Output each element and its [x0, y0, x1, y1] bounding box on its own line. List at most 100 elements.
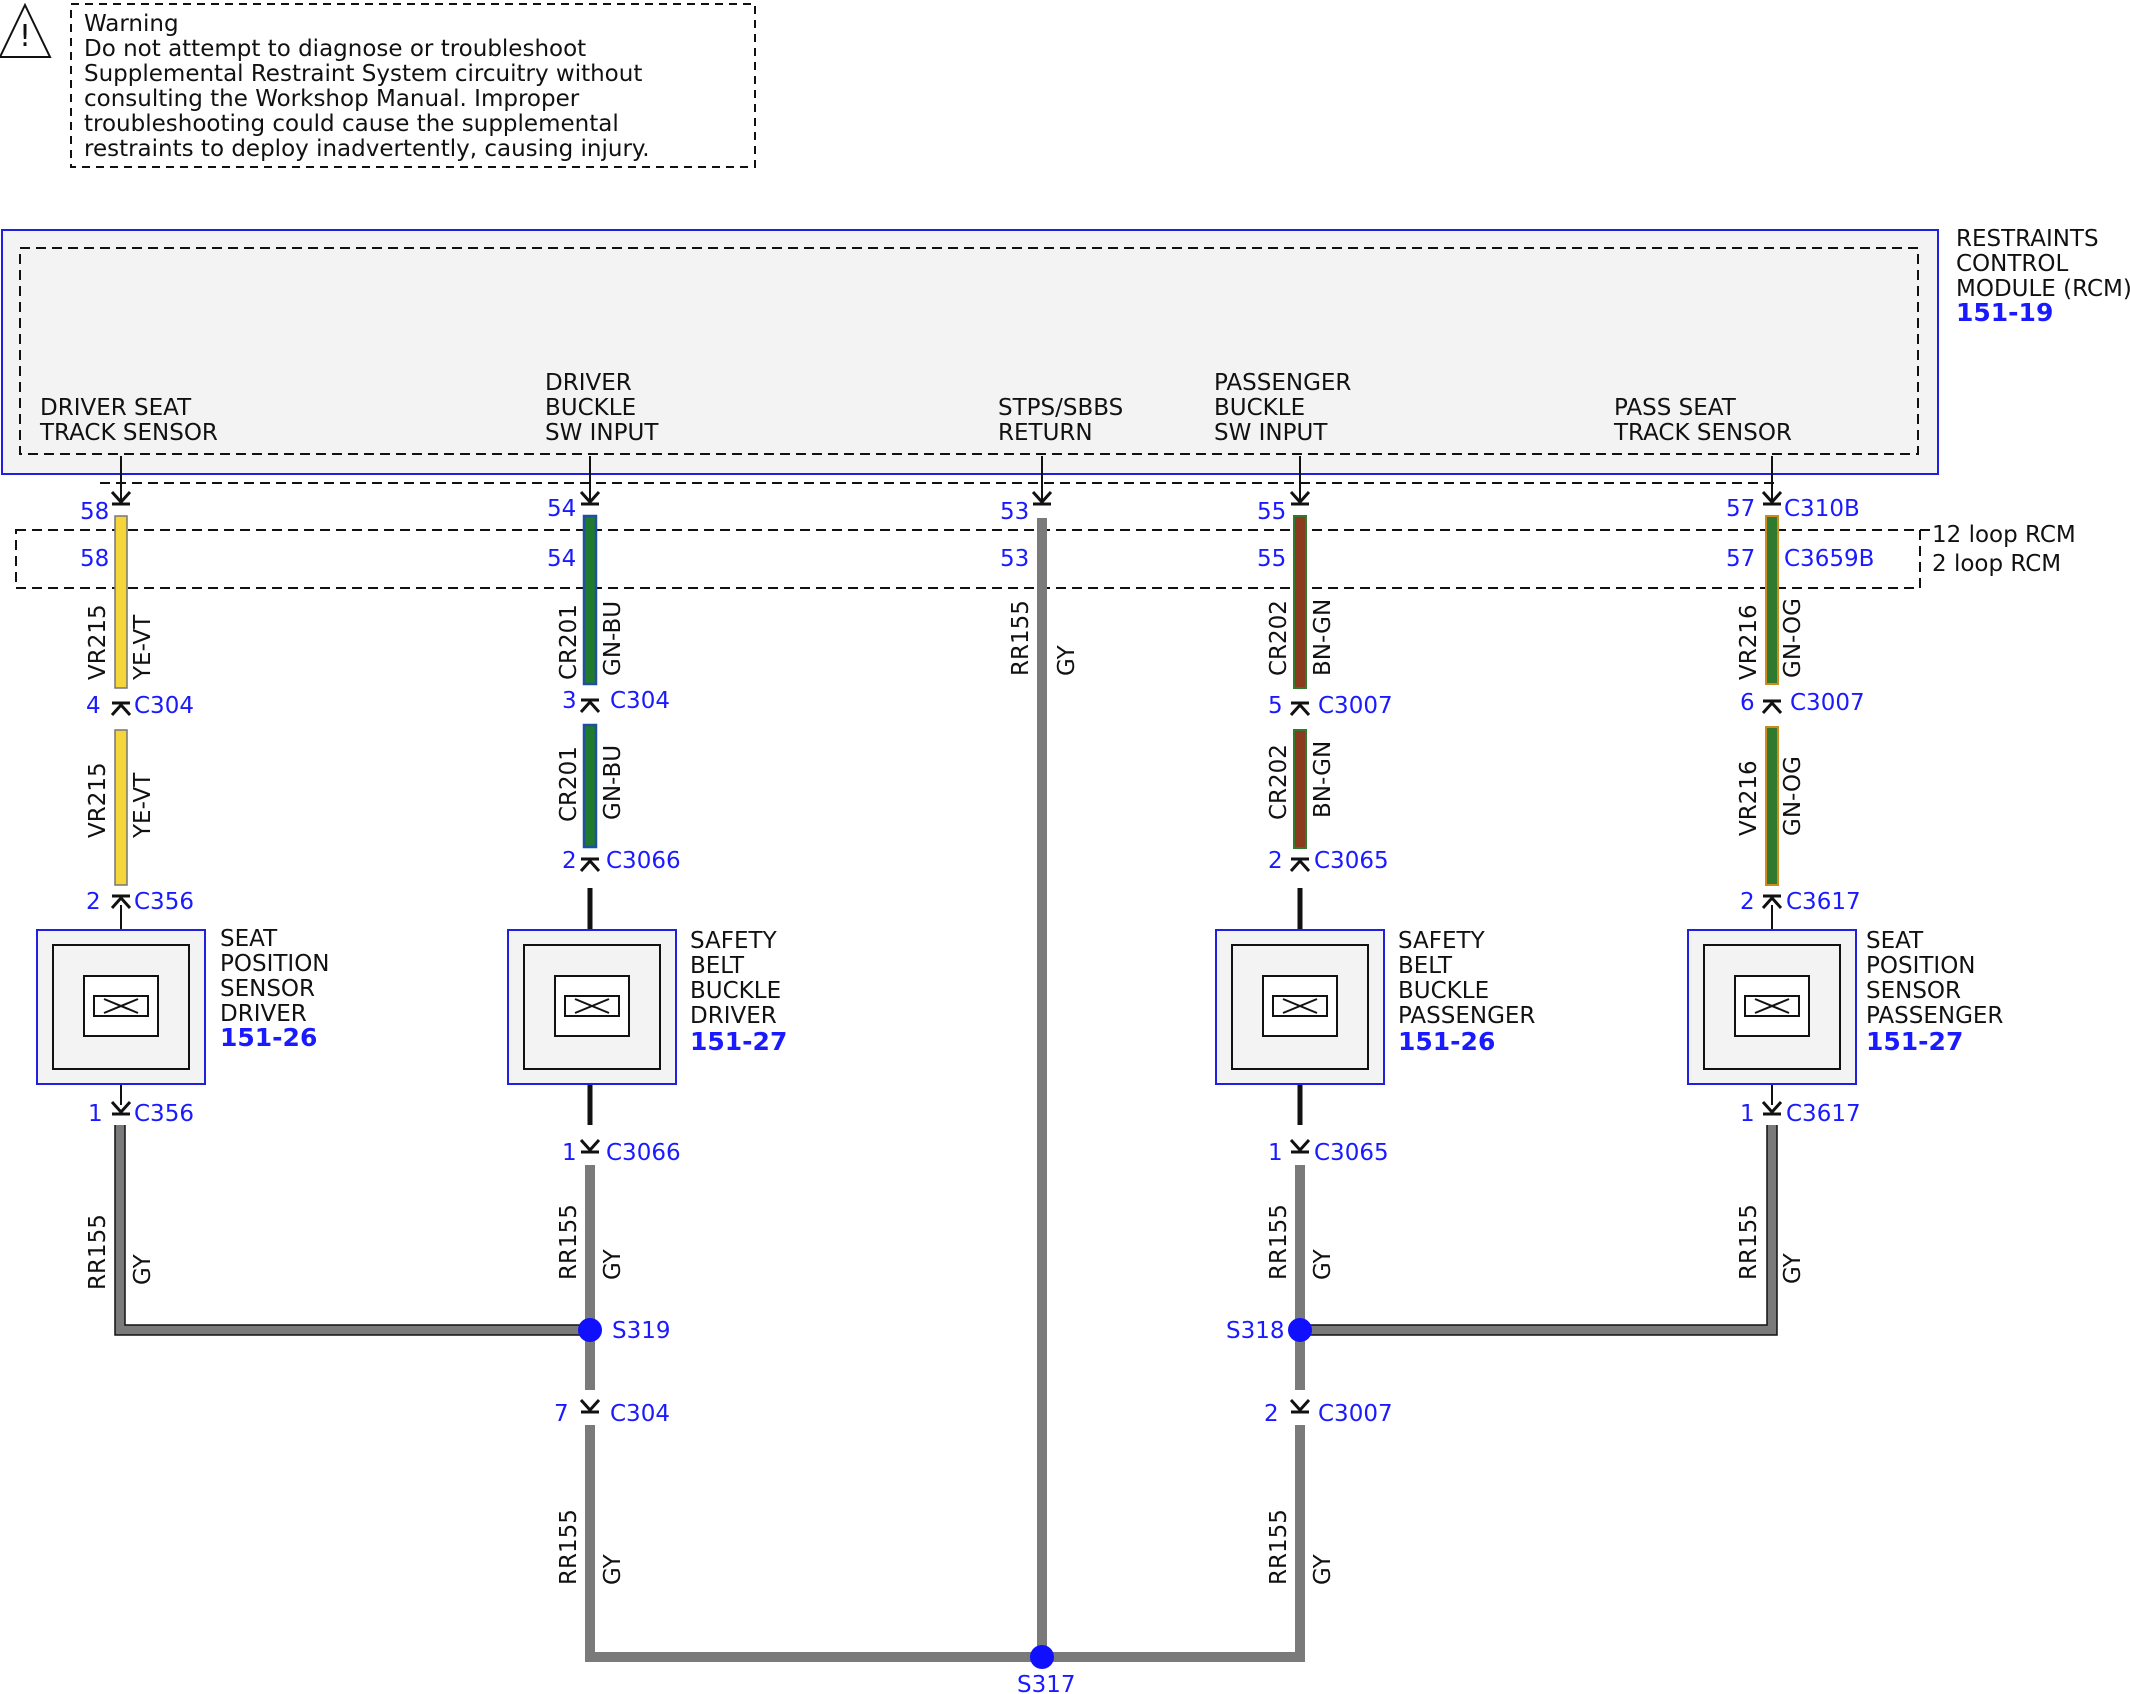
- wl-cr201-b: CR201: [556, 746, 582, 822]
- func-pass-seat-1: PASS SEAT: [1614, 395, 1737, 421]
- conn-inline-driver-seat: C304: [134, 693, 194, 719]
- wl-lower-left: RR155: [556, 1509, 582, 1585]
- wire-rr155-lower-right: [1042, 1425, 1305, 1662]
- conn-inline-pass-seat: C3007: [1790, 690, 1865, 716]
- wl-lower-right: RR155: [1266, 1509, 1292, 1585]
- warning-line-4: troubleshooting could cause the suppleme…: [84, 111, 619, 137]
- wire-labels: VR215 YE-VT VR215 YE-VT CR201 GN-BU CR20…: [85, 598, 1806, 1585]
- splice-s318: [1288, 1318, 1312, 1342]
- wl-rr155-main: RR155: [1008, 600, 1034, 676]
- pin-comp-in-driver-seat: 2: [86, 889, 101, 915]
- wire-cr202: [1293, 515, 1307, 1125]
- wl-ret-driver-seat: RR155: [85, 1214, 111, 1290]
- wl-ret-gy-driver-buckle: GY: [600, 1248, 626, 1280]
- component-buckle-driver: SAFETY BELT BUCKLE DRIVER 151-27: [507, 928, 787, 1085]
- func-driver-seat-1: DRIVER SEAT: [40, 395, 192, 421]
- wl-yevt-b: YE-VT: [130, 772, 156, 839]
- warning-title: Warning: [84, 11, 179, 37]
- comp-driver-buckle-ref: 151-27: [690, 1027, 787, 1056]
- pin-53-a: 53: [1000, 499, 1029, 525]
- wl-bngn-b: BN-GN: [1310, 741, 1336, 818]
- comp-pass-buckle-line-2: BELT: [1398, 953, 1453, 979]
- func-stps-2: RETURN: [998, 420, 1093, 446]
- comp-pass-buckle-ref: 151-26: [1398, 1027, 1495, 1056]
- wl-vr216-a: VR216: [1736, 604, 1762, 680]
- conn-ret-driver-buckle: C3066: [606, 1140, 681, 1166]
- pin-lower-right: 2: [1264, 1401, 1279, 1427]
- func-pass-seat-2: TRACK SENSOR: [1613, 420, 1792, 446]
- comp-driver-seat-ref: 151-26: [220, 1023, 317, 1052]
- switch-element-icon: [564, 995, 620, 1017]
- component-seat-sensor-passenger: SEAT POSITION SENSOR PASSENGER 151-27: [1687, 928, 2003, 1085]
- splice-s318-label: S318: [1226, 1318, 1285, 1344]
- rcm-name-line-3: MODULE (RCM): [1956, 276, 2130, 302]
- pin-comp-in-pass-buckle: 2: [1268, 848, 1283, 874]
- func-pass-buckle-2: BUCKLE: [1214, 395, 1305, 421]
- comp-driver-seat-line-1: SEAT: [220, 926, 278, 952]
- wl-gy-main: GY: [1054, 644, 1080, 676]
- rcm-module-frame: [1, 229, 1939, 475]
- conn-inline-driver-buckle: C304: [610, 688, 670, 714]
- func-driver-seat-2: TRACK SENSOR: [39, 420, 218, 446]
- conn-c3659b: C3659B: [1784, 546, 1874, 572]
- wl-ret-pass-seat: RR155: [1736, 1204, 1762, 1280]
- conn-ret-driver-seat: C356: [134, 1101, 194, 1127]
- comp-driver-buckle-line-4: DRIVER: [690, 1003, 777, 1029]
- pin-57-b: 57: [1726, 546, 1755, 572]
- pin-55-a: 55: [1257, 499, 1286, 525]
- pin-inline-driver-seat: 4: [86, 693, 101, 719]
- pin-58-a: 58: [80, 499, 109, 525]
- warning-line-5: restraints to deploy inadvertently, caus…: [84, 136, 650, 162]
- pin-inline-pass-seat: 6: [1740, 690, 1755, 716]
- warning-line-1: Do not attempt to diagnose or troublesho…: [84, 36, 586, 62]
- warning-line-3: consulting the Workshop Manual. Improper: [84, 86, 580, 112]
- wire-cr201: [582, 514, 598, 1125]
- pin-lower-left: 7: [554, 1401, 569, 1427]
- conn-lower-left: C304: [610, 1401, 670, 1427]
- wl-ret-gy-pass-buckle: GY: [1310, 1248, 1336, 1280]
- pin-inline-pass-buckle: 5: [1268, 693, 1283, 719]
- component-buckle-passenger: SAFETY BELT BUCKLE PASSENGER 151-26: [1215, 928, 1535, 1085]
- pin-comp-in-pass-seat: 2: [1740, 889, 1755, 915]
- comp-pass-seat-line-1: SEAT: [1866, 928, 1924, 954]
- wire-rr155-driver-seat: [115, 1125, 590, 1335]
- pin-inline-driver-buckle: 3: [562, 688, 577, 714]
- func-driver-buckle-3: SW INPUT: [545, 420, 659, 446]
- switch-element-icon: [1272, 995, 1328, 1017]
- wl-cr201-a: CR201: [556, 604, 582, 680]
- warning-frame: [70, 3, 756, 168]
- wl-ret-gy-driver-seat: GY: [130, 1253, 156, 1285]
- splice-s319-label: S319: [612, 1318, 671, 1344]
- conn-ret-pass-seat: C3617: [1786, 1101, 1861, 1127]
- rcm-ref: 151-19: [1956, 298, 2053, 327]
- comp-pass-seat-line-4: PASSENGER: [1866, 1003, 2003, 1029]
- rcm-name-line-1: RESTRAINTS: [1956, 226, 2099, 252]
- comp-driver-seat-line-3: SENSOR: [220, 976, 315, 1002]
- wl-ret-driver-buckle: RR155: [556, 1204, 582, 1280]
- func-driver-buckle-1: DRIVER: [545, 370, 632, 396]
- rcm-module: RESTRAINTS CONTROL MODULE (RCM) 151-19 D…: [1, 226, 2130, 475]
- conn-comp-in-pass-buckle: C3065: [1314, 848, 1389, 874]
- wl-vr215-a: VR215: [85, 604, 111, 680]
- splice-s317-label: S317: [1017, 1672, 1076, 1694]
- sensor-element-icon: [93, 995, 149, 1017]
- warning-exclamation-icon: !: [19, 19, 31, 54]
- wl-gnbu-b: GN-BU: [600, 745, 626, 820]
- pin-comp-in-driver-buckle: 2: [562, 848, 577, 874]
- comp-pass-seat-ref: 151-27: [1866, 1027, 1963, 1056]
- comp-driver-buckle-line-3: BUCKLE: [690, 978, 781, 1004]
- conn-lower-right: C3007: [1318, 1401, 1393, 1427]
- conn-comp-in-driver-buckle: C3066: [606, 848, 681, 874]
- rcm-name-line-2: CONTROL: [1956, 251, 2069, 277]
- pin-ret-driver-seat: 1: [88, 1101, 103, 1127]
- comp-driver-seat-line-4: DRIVER: [220, 1001, 307, 1027]
- pin-54-a: 54: [547, 496, 576, 522]
- conn-comp-in-driver-seat: C356: [134, 889, 194, 915]
- wl-lower-left-gy: GY: [600, 1553, 626, 1585]
- pin-54-b: 54: [547, 546, 576, 572]
- wire-vr215: [114, 515, 128, 886]
- wl-ret-pass-buckle: RR155: [1266, 1204, 1292, 1280]
- wire-rr155-pass-seat: [1300, 1125, 1777, 1335]
- variant-12-loop: 12 loop RCM: [1932, 522, 2076, 548]
